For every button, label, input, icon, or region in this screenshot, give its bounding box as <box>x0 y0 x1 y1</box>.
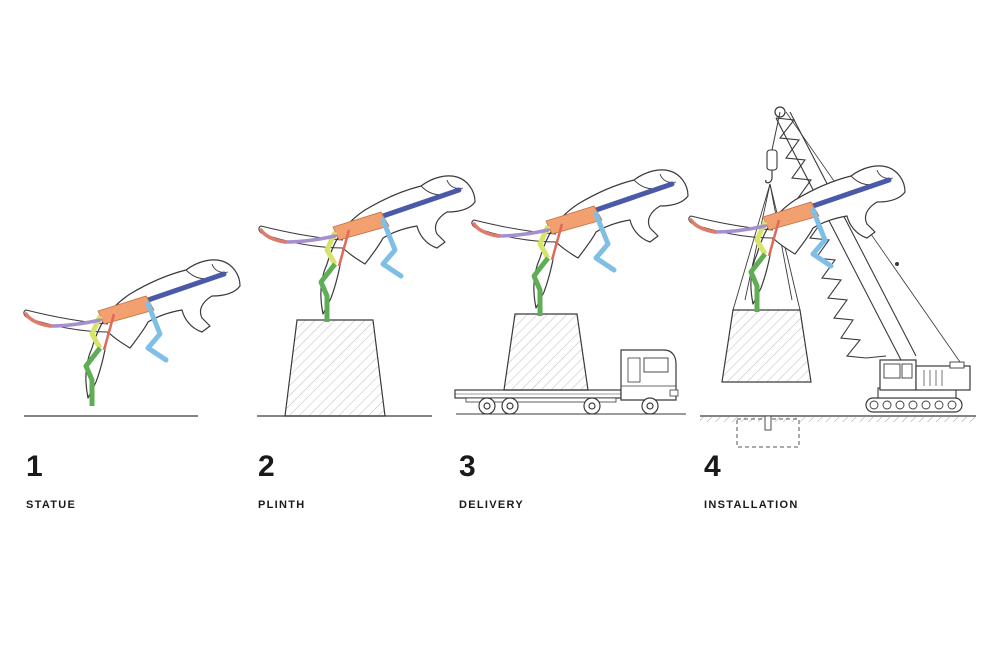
delivery-scene <box>454 170 688 415</box>
step-1-label: STATUE <box>26 499 77 511</box>
step-1-number: 1 <box>26 450 43 483</box>
step-4-number: 4 <box>704 450 721 483</box>
step-3-label: DELIVERY <box>459 499 525 511</box>
step-4-label: INSTALLATION <box>704 499 799 511</box>
step-3-number: 3 <box>459 450 476 483</box>
statue-scene <box>24 260 240 417</box>
installation-scene <box>689 106 976 448</box>
plinth-scene <box>257 176 475 417</box>
step-2-number: 2 <box>258 450 275 483</box>
step-2-label: PLINTH <box>258 499 306 511</box>
